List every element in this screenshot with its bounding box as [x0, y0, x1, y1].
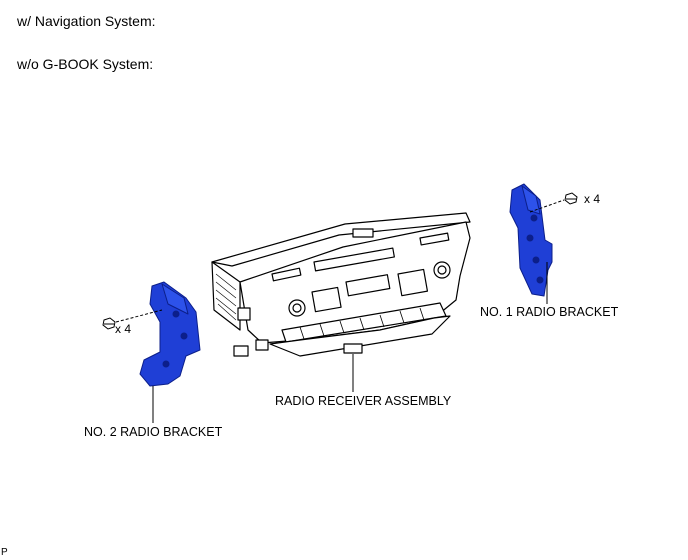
no2-radio-bracket	[139, 281, 201, 387]
radio-receiver-assembly-label: RADIO RECEIVER ASSEMBLY	[275, 394, 452, 408]
no2-radio-bracket-label: NO. 2 RADIO BRACKET	[84, 425, 223, 439]
heading-navigation-system: w/ Navigation System:	[17, 13, 156, 29]
hex-bolt-icon	[564, 192, 578, 205]
bolt-quantity-label-1: x 4	[584, 192, 601, 206]
no1-radio-bracket	[509, 183, 553, 297]
heading-without-gbook-system: w/o G-BOOK System:	[17, 56, 154, 72]
hex-bolt-icon	[102, 317, 116, 330]
leader-lines	[115, 199, 565, 423]
radio-receiver-assembly	[211, 212, 471, 357]
corner-code: P	[1, 547, 8, 558]
no1-radio-bracket-label: NO. 1 RADIO BRACKET	[480, 305, 619, 319]
bolt-quantity-label-2: x 4	[115, 322, 132, 336]
